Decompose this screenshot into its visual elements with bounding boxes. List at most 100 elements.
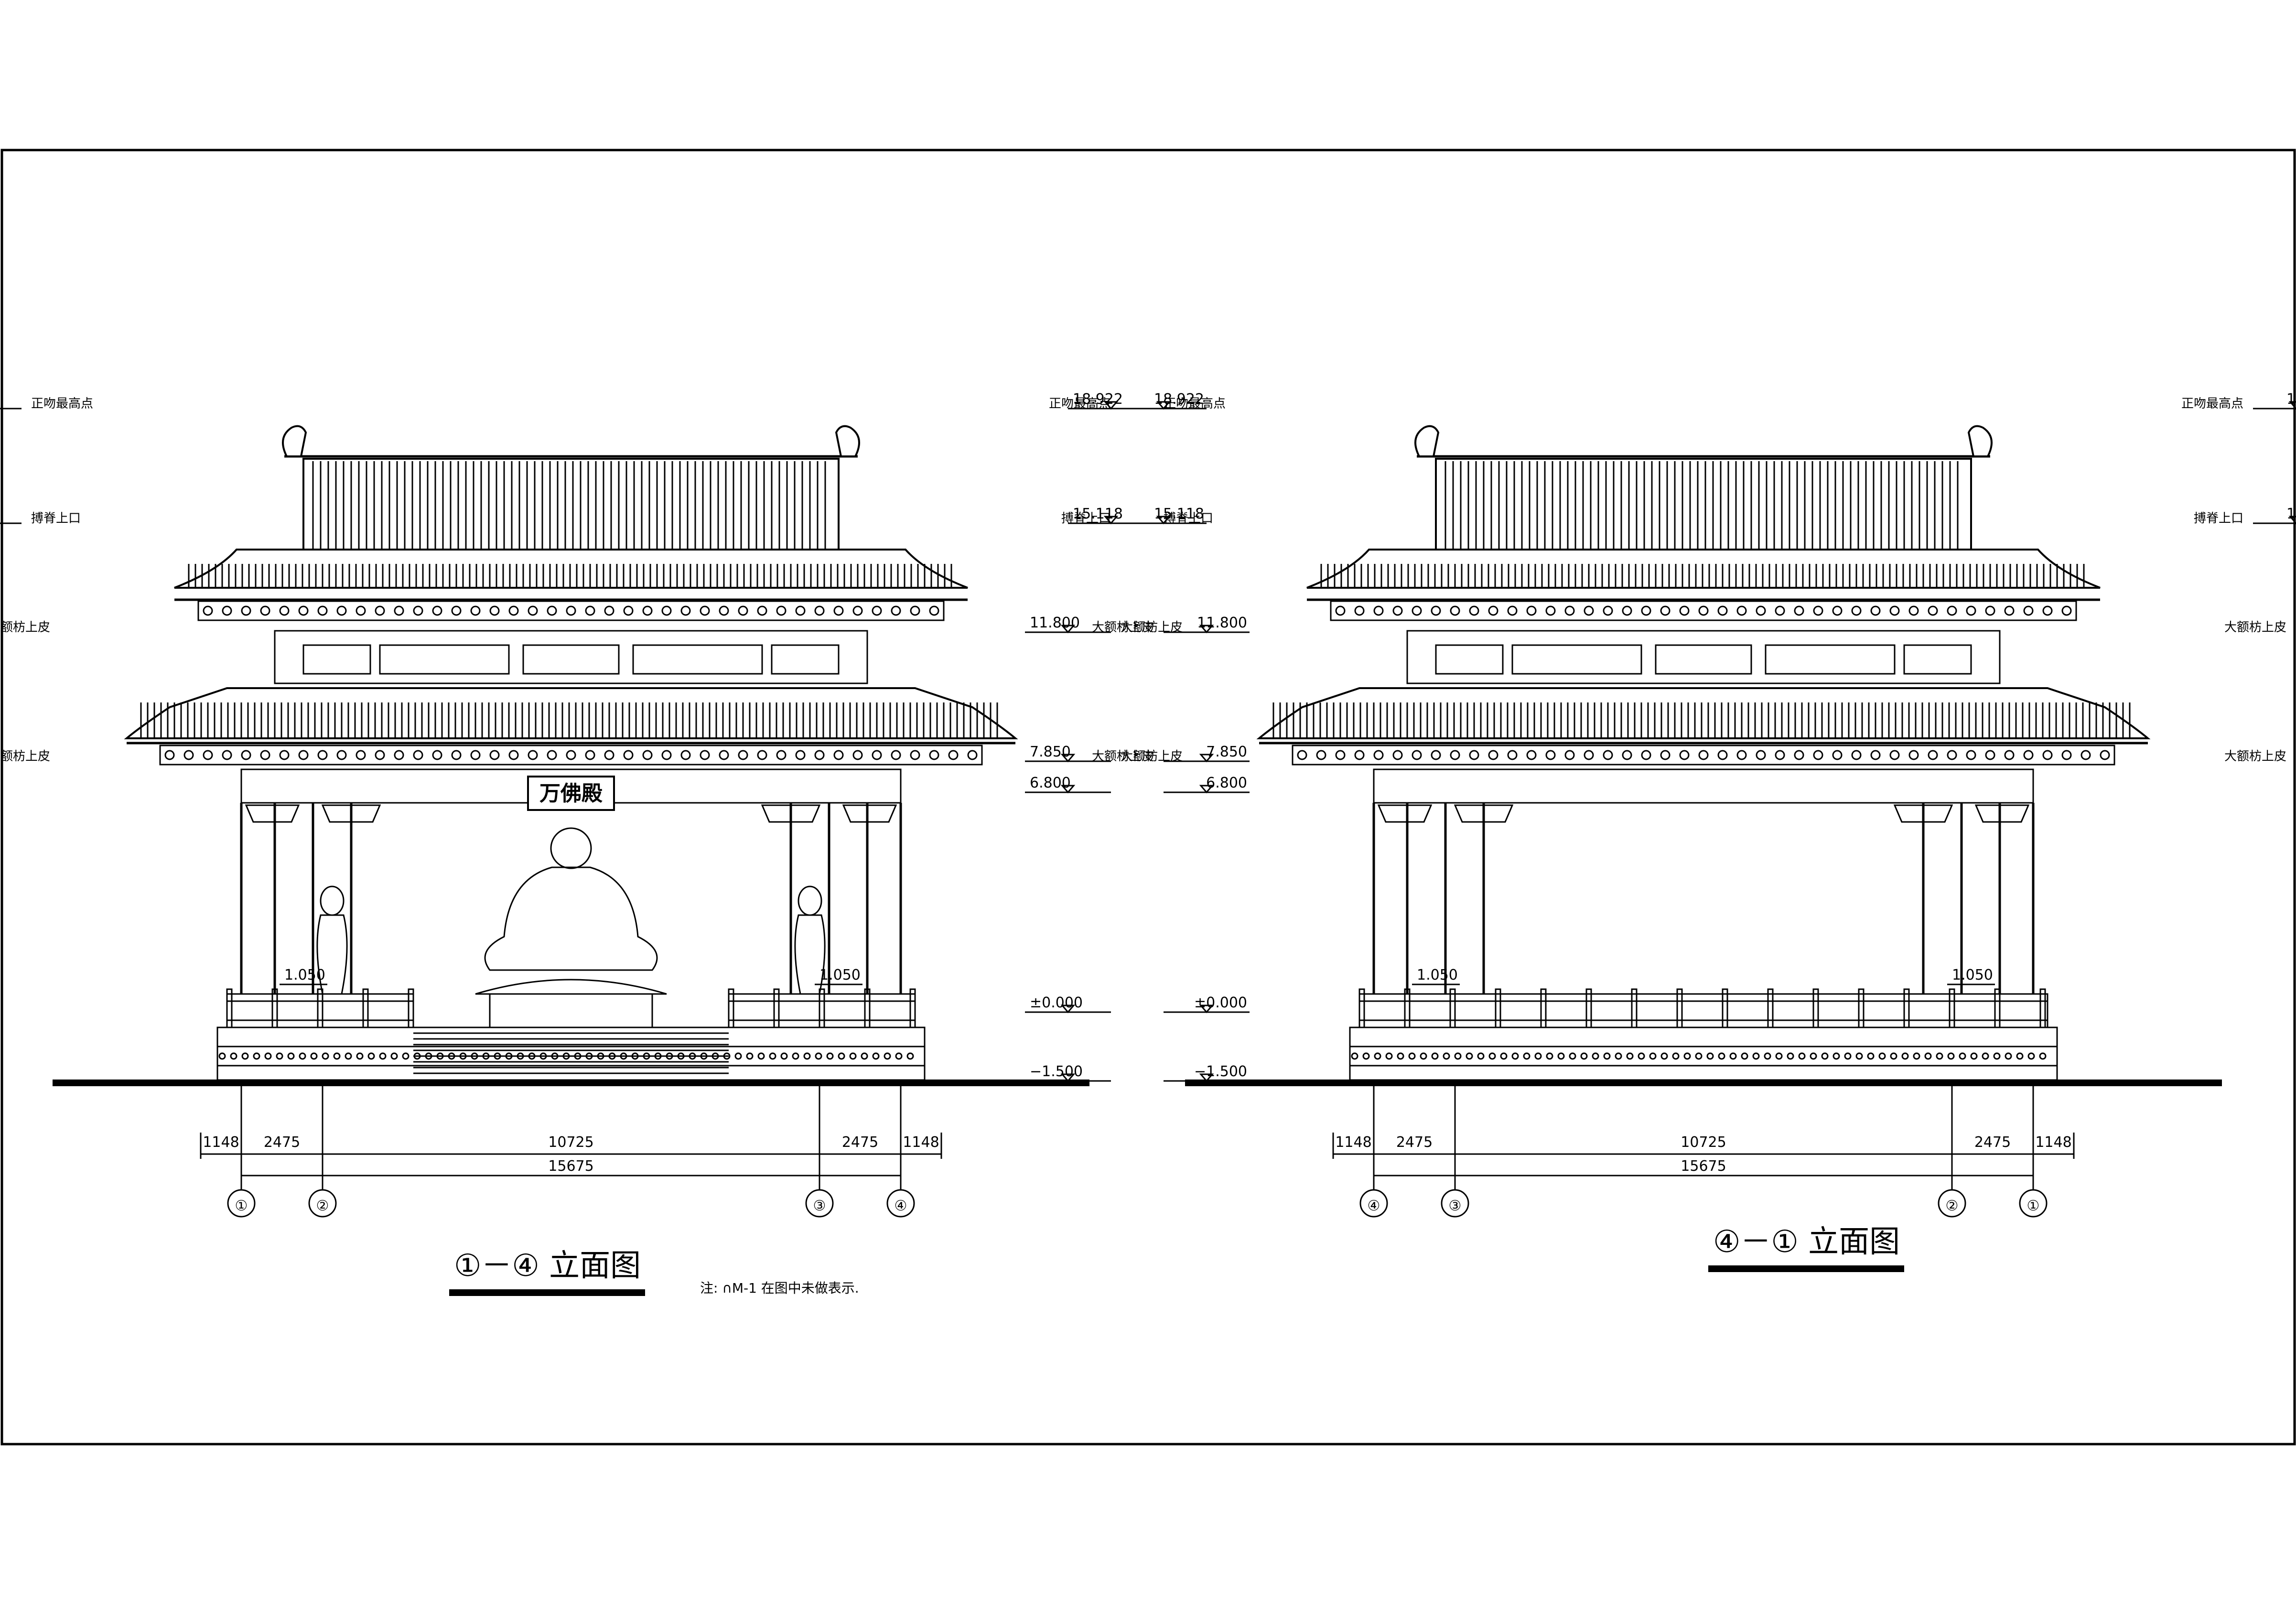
base-carving-mark bbox=[1741, 1052, 1748, 1060]
base-carving-mark bbox=[402, 1052, 410, 1060]
bracket-mark bbox=[1870, 605, 1881, 616]
base-carving-mark bbox=[2027, 1052, 2035, 1060]
bracket-mark bbox=[2061, 750, 2072, 760]
level-marker bbox=[2288, 516, 2296, 525]
bracket-mark bbox=[1736, 750, 1747, 760]
upper-wall-panel bbox=[302, 644, 371, 675]
bracket-mark bbox=[489, 605, 500, 616]
axis-label: ③ bbox=[1449, 1198, 1462, 1214]
ridge-ornament-right bbox=[835, 425, 860, 457]
bracket-mark bbox=[566, 605, 576, 616]
elevation-title: ①－④ 立面图 bbox=[454, 1248, 641, 1284]
upper-wall-panel bbox=[1435, 644, 1504, 675]
level-label: 搏脊上口 bbox=[31, 511, 81, 526]
lower-bracket-band bbox=[1292, 745, 2115, 766]
axis-bubble bbox=[1441, 1189, 1469, 1218]
bracket-mark bbox=[833, 605, 844, 616]
axis-label: ④ bbox=[1368, 1198, 1380, 1214]
bracket-mark bbox=[1431, 605, 1441, 616]
bracket-mark bbox=[1469, 750, 1479, 760]
base-carving-mark bbox=[379, 1052, 387, 1060]
base-carving-mark bbox=[2005, 1052, 2012, 1060]
level-value: 18.922 bbox=[1073, 391, 1123, 408]
level-marker bbox=[2288, 401, 2296, 410]
base-carving-mark bbox=[1546, 1052, 1553, 1060]
base-carving-mark bbox=[1431, 1052, 1439, 1060]
bracket-mark bbox=[1985, 605, 1995, 616]
base-carving-mark bbox=[734, 1052, 742, 1060]
base-carving-mark bbox=[1649, 1052, 1657, 1060]
bracket-mark bbox=[2042, 750, 2053, 760]
bracket-mark bbox=[1698, 605, 1709, 616]
bracket-mark bbox=[413, 750, 423, 760]
railing-post bbox=[728, 988, 734, 1028]
axis-label: ② bbox=[316, 1198, 329, 1214]
bracket-mark bbox=[948, 750, 959, 760]
bracket-mark bbox=[1450, 605, 1460, 616]
level-label: 大额枋上皮 bbox=[2224, 749, 2286, 764]
dim-segment-value: 1148 bbox=[2035, 1134, 2071, 1151]
bracket-mark bbox=[1775, 605, 1785, 616]
bracket-mark bbox=[967, 750, 978, 760]
base-carving-mark bbox=[1947, 1052, 1955, 1060]
bracket-mark bbox=[1889, 605, 1900, 616]
level-value: −1.500 bbox=[1030, 1063, 1083, 1080]
axis-label: ① bbox=[235, 1198, 248, 1214]
base-carving-mark bbox=[1511, 1052, 1519, 1060]
bracket-mark bbox=[566, 750, 576, 760]
base-carving-mark bbox=[241, 1052, 249, 1060]
bracket-mark bbox=[1717, 750, 1728, 760]
bracket-mark bbox=[2080, 750, 2091, 760]
railing-post bbox=[1676, 988, 1683, 1028]
level-marker bbox=[1199, 785, 1214, 794]
bracket-mark bbox=[1373, 605, 1384, 616]
bracket-mark bbox=[642, 750, 653, 760]
signboard-text: 万佛殿 bbox=[539, 781, 603, 806]
upper-wall-panel bbox=[522, 644, 620, 675]
base-carving-mark bbox=[1821, 1052, 1829, 1060]
bracket-mark bbox=[375, 605, 385, 616]
platform-base bbox=[216, 1065, 926, 1081]
bracket-mark bbox=[2004, 750, 2015, 760]
railing-post bbox=[1858, 988, 1865, 1028]
bracket-mark bbox=[757, 750, 767, 760]
base-carving-mark bbox=[1500, 1052, 1508, 1060]
level-marker bbox=[1060, 1073, 1076, 1082]
bracket-mark bbox=[1507, 750, 1518, 760]
axis-bubble bbox=[805, 1189, 834, 1218]
level-marker bbox=[1060, 1004, 1076, 1014]
base-carving-mark bbox=[1569, 1052, 1576, 1060]
bracket-mark bbox=[1756, 750, 1766, 760]
bracket-mark bbox=[336, 750, 347, 760]
base-carving-mark bbox=[1626, 1052, 1634, 1060]
base-carving-mark bbox=[906, 1052, 914, 1060]
bracket-mark bbox=[1908, 605, 1919, 616]
railing-post bbox=[1722, 988, 1728, 1028]
base-carving-mark bbox=[1477, 1052, 1485, 1060]
level-label: 搏脊上口 bbox=[1164, 511, 1213, 526]
base-carving-mark bbox=[1867, 1052, 1875, 1060]
base-carving-mark bbox=[264, 1052, 272, 1060]
base-carving-mark bbox=[1660, 1052, 1668, 1060]
hanging-bracket bbox=[321, 804, 381, 823]
bracket-mark bbox=[1431, 750, 1441, 760]
base-carving-mark bbox=[1672, 1052, 1680, 1060]
dim-total-value: 15675 bbox=[1681, 1158, 1726, 1175]
bracket-mark bbox=[1354, 750, 1365, 760]
bracket-mark bbox=[241, 605, 251, 616]
base-carving-mark bbox=[345, 1052, 352, 1060]
bracket-mark bbox=[1928, 605, 1938, 616]
base-carving-mark bbox=[1466, 1052, 1473, 1060]
base-carving-mark bbox=[792, 1052, 799, 1060]
base-carving-mark bbox=[1397, 1052, 1404, 1060]
railing-post bbox=[271, 988, 278, 1028]
base-carving-mark bbox=[1362, 1052, 1370, 1060]
base-carving-mark bbox=[1615, 1052, 1622, 1060]
base-carving-mark bbox=[1844, 1052, 1852, 1060]
base-carving-mark bbox=[390, 1052, 398, 1060]
bracket-mark bbox=[1775, 750, 1785, 760]
bracket-mark bbox=[1316, 750, 1326, 760]
axis-label: ③ bbox=[813, 1198, 826, 1214]
bracket-mark bbox=[1622, 750, 1632, 760]
